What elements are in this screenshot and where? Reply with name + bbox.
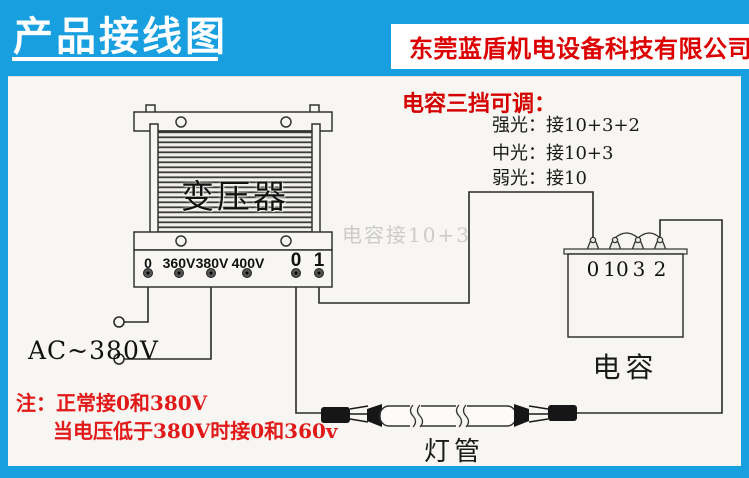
title-underline xyxy=(12,57,218,61)
transformer-terminal-380v: 380V xyxy=(195,255,229,271)
capacitor-adjust-title: 电容三挡可调： xyxy=(402,91,557,117)
mode-medium-light: 中光：接10+3 xyxy=(492,143,614,164)
transformer-label: 变压器 xyxy=(181,177,289,216)
mode-strong-light: 强光：接10+3+2 xyxy=(492,115,640,136)
company-name-box: 东莞蓝盾机电设备科技有限公司 xyxy=(391,24,749,69)
company-name: 东莞蓝盾机电设备科技有限公司 xyxy=(409,36,749,63)
ac-input-label: AC~380V xyxy=(28,336,159,365)
capacitor-label: 电容 xyxy=(592,351,659,384)
note-line-2: 当电压低于380V时接0和360v xyxy=(53,419,338,443)
watermark-text: 电容接10+3 xyxy=(342,223,471,247)
mode-weak-light: 弱光：接10 xyxy=(492,168,587,189)
lamp-label: 灯管 xyxy=(424,437,485,467)
capacitor-terminal-10: 10 xyxy=(603,257,629,281)
capacitor-terminal-0: 0 xyxy=(586,257,600,281)
transformer-terminal-1: 1 xyxy=(313,250,325,271)
page-title: 产品接线图 xyxy=(13,15,228,59)
transformer-terminal-360v: 360V xyxy=(162,255,196,271)
note-line-1: 注：正常接0和380V xyxy=(16,391,208,415)
transformer-terminal-0b: 0 xyxy=(290,250,302,271)
capacitor-terminal-3: 3 xyxy=(632,257,646,281)
capacitor-terminal-2: 2 xyxy=(653,257,667,281)
transformer-terminal-400v: 400V xyxy=(231,255,265,271)
transformer-terminal-0a: 0 xyxy=(144,255,152,271)
